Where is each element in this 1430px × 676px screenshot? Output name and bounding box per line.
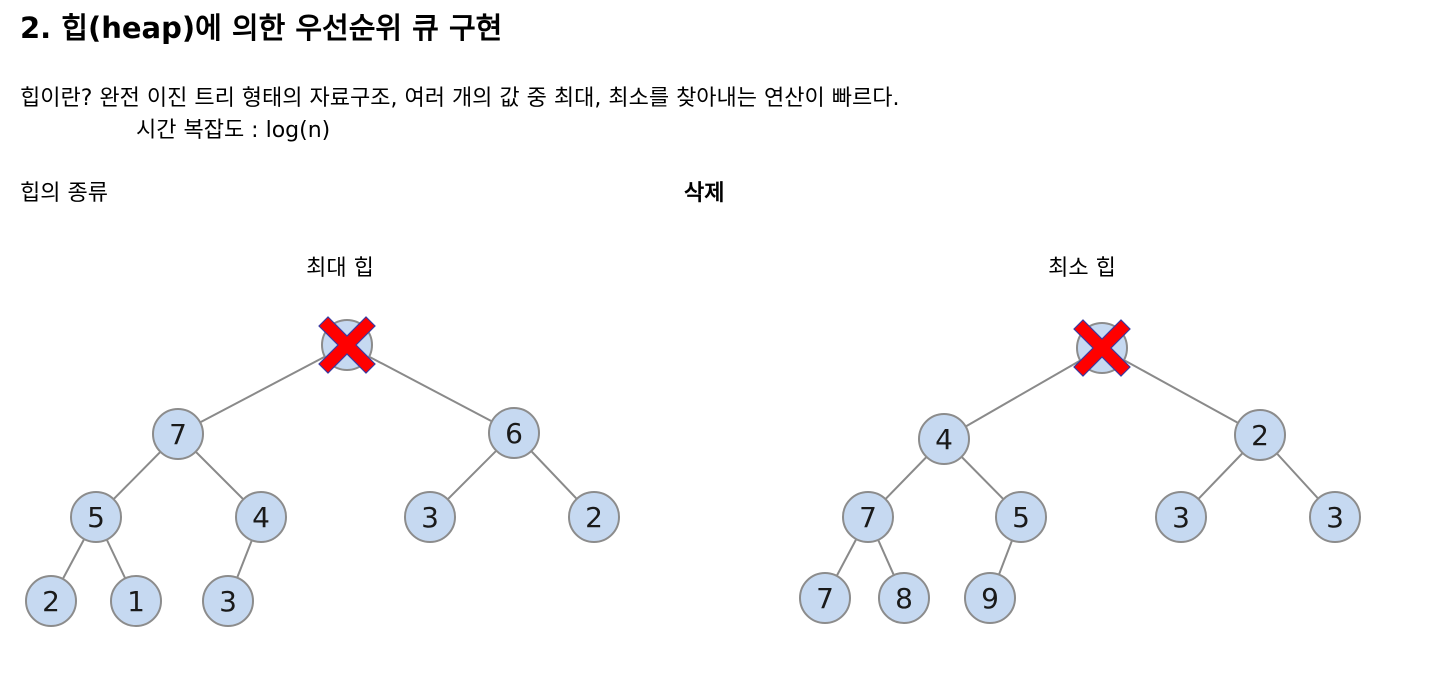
- tree-node: 4: [235, 491, 287, 543]
- tree-node: 9: [964, 572, 1016, 624]
- heap-description: 힙이란? 완전 이진 트리 형태의 자료구조, 여러 개의 값 중 최대, 최소…: [20, 86, 900, 111]
- node-value: 3: [421, 501, 439, 534]
- delete-label: 삭제: [684, 181, 725, 206]
- cross-icon: [318, 316, 376, 374]
- tree-title: 최대 힙: [306, 256, 374, 281]
- node-value: 5: [1012, 501, 1030, 534]
- node-value: 6: [505, 417, 523, 450]
- tree-node: 2: [568, 491, 620, 543]
- tree-node: 2: [1234, 409, 1286, 461]
- node-circle: [918, 413, 970, 465]
- node-value: 5: [87, 501, 105, 534]
- node-circle: [799, 572, 851, 624]
- tree-edge: [346, 344, 515, 434]
- tree-node: 7: [799, 572, 851, 624]
- tree-node: 5: [995, 491, 1047, 543]
- tree-node: 3: [1309, 491, 1361, 543]
- heap-types-label: 힙의 종류: [20, 181, 108, 206]
- node-circle: [70, 491, 122, 543]
- node-circle: [1155, 491, 1207, 543]
- page-title: 2. 힙(heap)에 의한 우선순위 큐 구현: [20, 11, 503, 45]
- tree-node: 7: [152, 408, 204, 460]
- node-circle: [235, 491, 287, 543]
- tree-node: 1: [110, 575, 162, 627]
- node-value: 9: [981, 582, 999, 615]
- node-value: 3: [219, 585, 237, 618]
- node-value: 7: [859, 501, 877, 534]
- node-value: 8: [895, 582, 913, 615]
- tree-node: 3: [1155, 491, 1207, 543]
- node-circle: [995, 491, 1047, 543]
- node-circle: [488, 407, 540, 459]
- node-value: 4: [252, 501, 270, 534]
- node-value: 1: [127, 585, 145, 618]
- node-value: 2: [1251, 419, 1269, 452]
- node-circle: [964, 572, 1016, 624]
- node-value: 3: [1172, 501, 1190, 534]
- tree-node: 8: [878, 572, 930, 624]
- heap-tree: 최대 힙 7 6 5 4 3 2 2 1 3: [25, 256, 620, 627]
- heap-tree: 최소 힙 4 2 7 5 3 3 7 8 9: [799, 256, 1361, 624]
- tree-node: 6: [488, 407, 540, 459]
- node-circle: [568, 491, 620, 543]
- node-circle: [25, 575, 77, 627]
- node-circle: [842, 491, 894, 543]
- tree-edge: [1101, 347, 1261, 436]
- tree-node: 3: [202, 575, 254, 627]
- tree-node: 2: [25, 575, 77, 627]
- node-circle: [1309, 491, 1361, 543]
- tree-edge: [177, 344, 348, 435]
- node-circle: [878, 572, 930, 624]
- node-value: 3: [1326, 501, 1344, 534]
- tree-node: 3: [404, 491, 456, 543]
- node-circle: [110, 575, 162, 627]
- tree-node: 4: [918, 413, 970, 465]
- node-circle: [404, 491, 456, 543]
- node-value: 7: [169, 418, 187, 451]
- tree-edge: [943, 347, 1103, 440]
- tree-node: 5: [70, 491, 122, 543]
- node-circle: [152, 408, 204, 460]
- node-value: 2: [42, 585, 60, 618]
- node-circle: [1234, 409, 1286, 461]
- tree-node: 7: [842, 491, 894, 543]
- node-value: 7: [816, 582, 834, 615]
- node-value: 4: [935, 423, 953, 456]
- tree-title: 최소 힙: [1048, 256, 1116, 281]
- time-complexity: 시간 복잡도 : log(n): [136, 118, 331, 143]
- cross-icon: [1073, 319, 1131, 377]
- node-value: 2: [585, 501, 603, 534]
- node-circle: [202, 575, 254, 627]
